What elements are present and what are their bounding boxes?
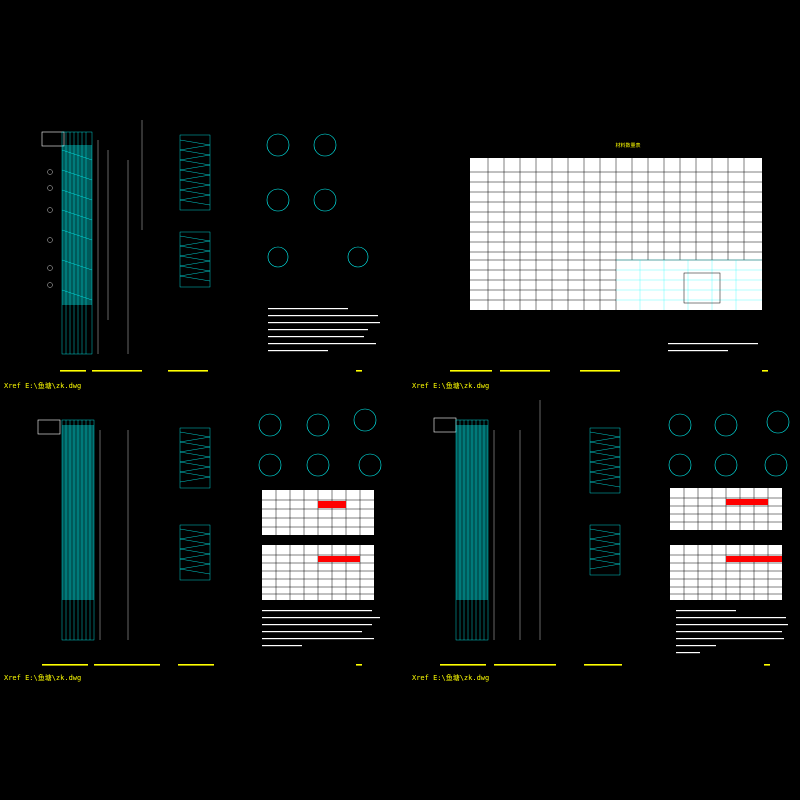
xref-label-3: Xref E:\鱼塘\zk.dwg	[4, 673, 81, 682]
xref-label-4: Xref E:\鱼塘\zk.dwg	[412, 673, 489, 682]
section-circles	[266, 133, 369, 268]
material-table-title: 材料数量表	[615, 142, 640, 149]
xref-label-2: Xref E:\鱼塘\zk.dwg	[412, 381, 489, 390]
xref-label-1: Xref E:\鱼塘\zk.dwg	[4, 381, 81, 390]
panel-material-table: 材料数量表	[450, 142, 768, 372]
panel-pile-3	[433, 400, 790, 666]
pile-rebar-column	[61, 131, 93, 355]
panel-pile-1	[41, 120, 380, 372]
panel-pile-2	[37, 408, 382, 666]
pile-cap	[41, 131, 65, 147]
spiral-detail	[179, 134, 211, 288]
